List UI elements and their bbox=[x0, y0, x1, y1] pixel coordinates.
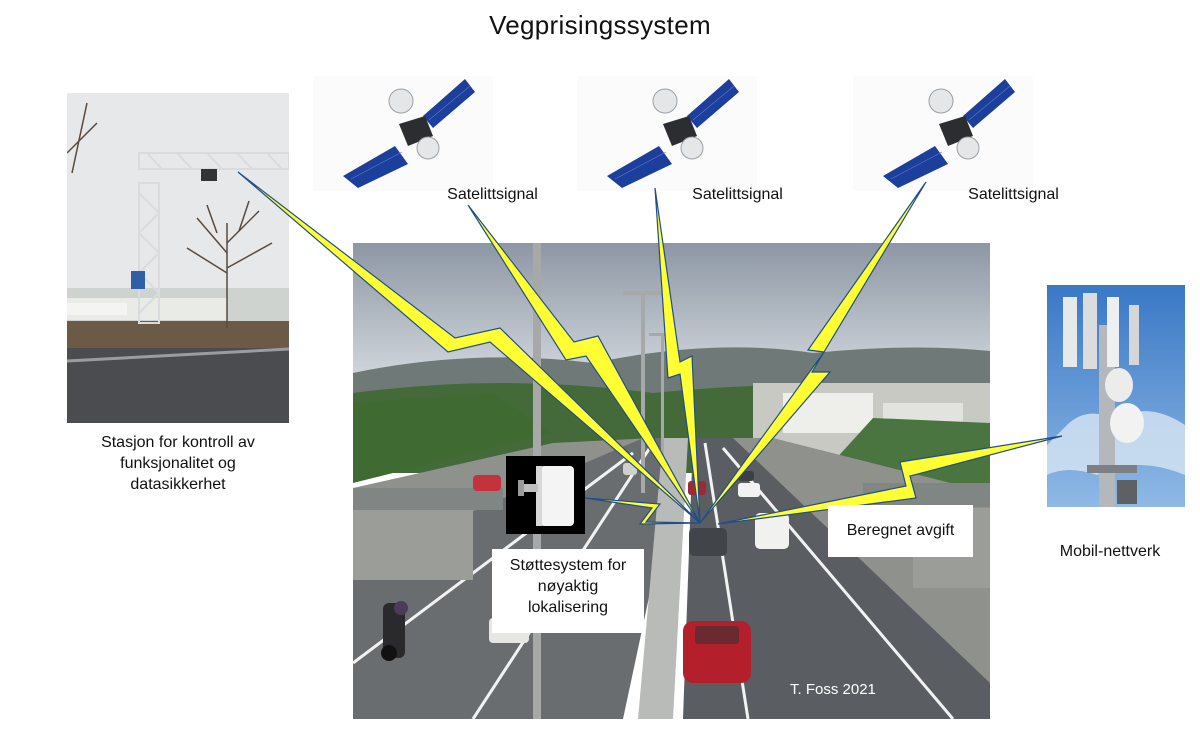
support-system-line-3: lokalisering bbox=[527, 599, 609, 616]
support-system-label: Støttesystem for nøyaktig lokalisering bbox=[492, 549, 644, 633]
satellite-2-signal-bolt bbox=[654, 187, 701, 524]
control-station-line-1: Stasjon for kontroll av bbox=[101, 434, 255, 451]
satellite-label-1: Satelittsignal bbox=[447, 186, 538, 203]
satellite-3-signal-bolt bbox=[699, 181, 927, 524]
control-station-signal-bolt bbox=[237, 171, 701, 524]
support-system-line-2: nøyaktig bbox=[537, 578, 599, 595]
support-antenna-photo bbox=[506, 456, 585, 534]
satellite-label-3: Satelittsignal bbox=[968, 186, 1059, 203]
support-antenna-signal-bolt bbox=[584, 497, 701, 525]
satellite-image-1 bbox=[313, 76, 493, 191]
mobile-tower-photo bbox=[1047, 285, 1185, 507]
computed-fee-label: Beregnet avgift bbox=[828, 505, 973, 557]
control-station-label: Stasjon for kontroll av funksjonalitet o… bbox=[67, 432, 289, 495]
photo-credit: T. Foss 2021 bbox=[790, 681, 876, 698]
support-system-line-1: Støttesystem for bbox=[509, 557, 627, 574]
mobile-signal-bolt bbox=[717, 435, 1063, 525]
control-station-line-2: funksjonalitet og bbox=[120, 455, 236, 472]
mobile-network-label: Mobil-nettverk bbox=[1059, 543, 1161, 560]
satellite-image-2 bbox=[577, 76, 757, 191]
satellite-1-signal-bolt bbox=[467, 204, 701, 524]
satellite-label-2: Satelittsignal bbox=[692, 186, 783, 203]
control-station-line-3: datasikkerhet bbox=[130, 476, 226, 493]
computed-fee-text: Beregnet avgift bbox=[846, 522, 955, 539]
control-station-photo bbox=[67, 93, 289, 423]
diagram-title: Vegprisingssystem bbox=[489, 10, 711, 40]
satellite-image-3 bbox=[853, 76, 1033, 191]
